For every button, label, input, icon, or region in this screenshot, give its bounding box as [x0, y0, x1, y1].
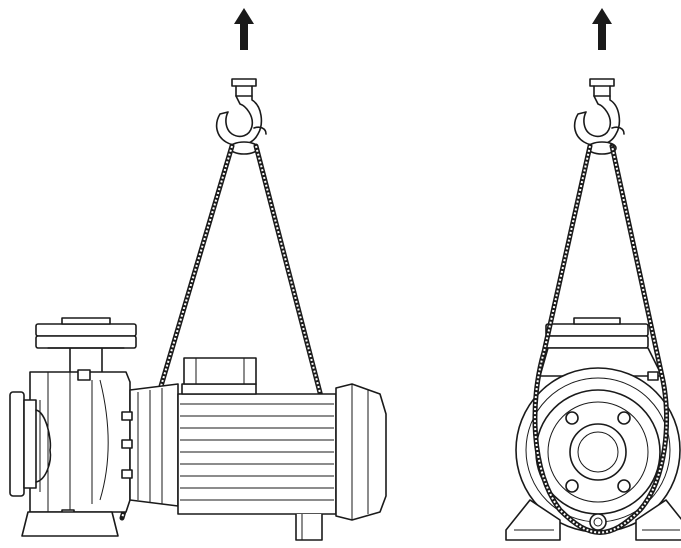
pump-front-view-icon: [505, 317, 681, 541]
up-arrow-icon: [592, 8, 612, 50]
up-arrow-icon: [234, 8, 254, 50]
side-view: [9, 8, 387, 541]
crane-hook-icon: [215, 78, 267, 155]
lifting-sling-icon: [532, 143, 670, 535]
pump-side-view-icon: [9, 317, 387, 541]
front-view: [505, 8, 681, 541]
crane-hook-icon: [573, 78, 625, 155]
